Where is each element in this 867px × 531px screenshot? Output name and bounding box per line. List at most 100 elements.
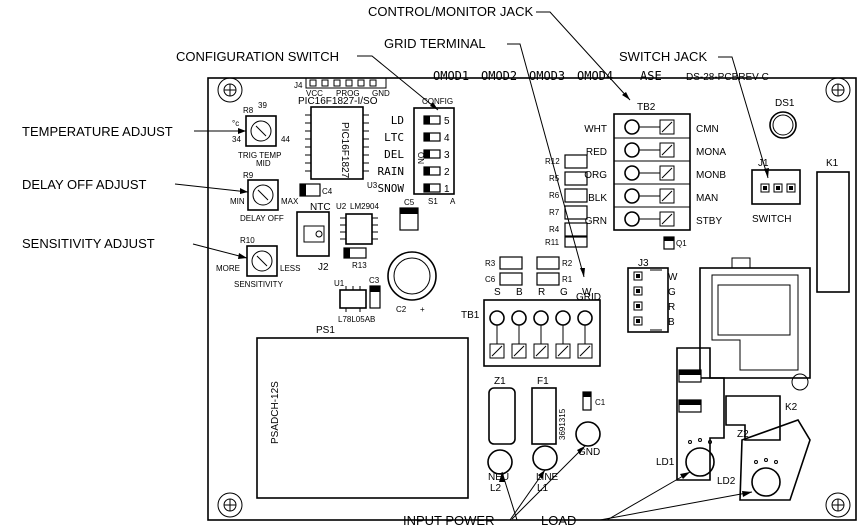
r11-label: R11	[545, 238, 560, 247]
neu-label: NEU	[488, 472, 509, 483]
c1-capacitor: C1	[582, 391, 606, 411]
callout-delay-off-adjust: DELAY OFF ADJUST	[22, 177, 147, 192]
r2-label: R2	[562, 259, 573, 268]
tb1-cell-2	[511, 310, 527, 359]
u3-part-label: PIC16F1827-I/SO	[298, 96, 378, 107]
r8-bottom-label: TRIG TEMP	[238, 151, 281, 160]
config-num-2: 2	[444, 167, 450, 178]
r8-top-label: 39	[258, 101, 267, 110]
tb1-cell-3	[533, 310, 549, 359]
tb2-monb-label: MONB	[696, 170, 726, 181]
c6-label: C6	[485, 275, 496, 284]
u1-part-label: L78L05AB	[338, 315, 375, 324]
configuration-switch-s1: CONFIG LD LTC DEL RAIN SNOW 5 4 3 2 1 ON…	[378, 97, 457, 206]
c2-label: C2	[396, 305, 407, 314]
callout-grid-terminal: GRID TERMINAL	[384, 36, 486, 51]
line-terminal: LINE L1	[532, 445, 559, 494]
mounting-hole-top-right	[825, 77, 851, 103]
tb2-screw-3	[614, 165, 690, 185]
tb2-label: TB2	[637, 102, 656, 113]
tb1-grid-terminal: TB1 GRID S B R G W	[461, 287, 601, 367]
j4-programming-header: J4 VCC PROG GND	[294, 77, 390, 98]
temperature-pot-r8: R8 39 °c 34 44 TRIG TEMP	[232, 101, 290, 160]
j3-connector: J3 W G R B	[627, 258, 678, 333]
r8-label: R8	[243, 106, 254, 115]
s1-a-label: A	[450, 197, 456, 206]
resistor-stack: R12 R5 R6 R7 R4 R11	[545, 154, 588, 248]
mounting-hole-bottom-left	[217, 492, 243, 518]
u2-label: U2	[336, 202, 347, 211]
load-ld2-terminal: LD2	[717, 419, 811, 501]
f1-fuse: F1 3691315	[531, 376, 567, 445]
k1-label: K1	[826, 158, 839, 169]
j4-label: J4	[294, 81, 303, 90]
c2-plus-label: +	[420, 305, 425, 314]
r10-label: R10	[240, 236, 255, 245]
tb2-screw-4	[614, 188, 690, 208]
c4-capacitor: C4	[299, 183, 333, 197]
config-option-ld: LD	[391, 114, 404, 127]
callout-switch-jack: SWITCH JACK	[619, 49, 707, 64]
callout-arrowheads	[238, 92, 769, 497]
u3-microcontroller: PIC16F1827-I/SO PIC16F1827 U3	[298, 96, 378, 190]
tb2-screw-2	[614, 142, 690, 162]
l2-label: L2	[490, 483, 502, 494]
config-option-del: DEL	[384, 148, 404, 161]
s1-label: S1	[428, 197, 438, 206]
u2-part-label: LM2904	[350, 202, 379, 211]
r9-bottom-label: DELAY OFF	[240, 214, 284, 223]
tb1-cell-5	[577, 310, 593, 359]
r10-left-label: MORE	[216, 264, 240, 273]
r4-label: R4	[549, 225, 560, 234]
mounting-hole-bottom-right	[825, 492, 851, 518]
tb2-wht-label: WHT	[584, 124, 607, 135]
tb1-pin-r: R	[538, 287, 545, 298]
omod2-label: OMOD2	[481, 69, 517, 83]
omod1-label: OMOD1	[433, 69, 469, 83]
config-num-1: 1	[444, 184, 450, 195]
j3-label: J3	[638, 258, 649, 269]
tb1-grid-label: GRID	[576, 292, 601, 303]
line-label: LINE	[536, 472, 559, 483]
config-num-3: 3	[444, 150, 450, 161]
r5-label: R5	[549, 174, 560, 183]
k2-label: K2	[785, 402, 798, 413]
pcb-outline	[207, 77, 857, 521]
r1-label: R1	[562, 275, 573, 284]
j1-caption: SWITCH	[752, 214, 791, 225]
c5-label: C5	[404, 198, 415, 207]
q1-transistor: Q1	[663, 236, 687, 250]
tb2-man-label: MAN	[696, 193, 718, 204]
c3-label: C3	[369, 276, 380, 285]
neutral-terminal: NEU L2	[487, 449, 513, 494]
j4-prog-label: PROG	[336, 89, 360, 98]
tb1-pin-b: B	[516, 287, 523, 298]
mounting-hole-top-left	[217, 77, 243, 103]
tb2-control-monitor-terminal: TB2 WHT RED ORG BLK GRN CMN MONA MONB MA…	[584, 102, 726, 231]
ps1-label: PS1	[316, 325, 335, 336]
ps1-power-supply: PS1 PSADCH-12S	[256, 325, 469, 499]
config-on-label: ON	[416, 152, 425, 164]
c1-label: C1	[595, 398, 606, 407]
config-option-ltc: LTC	[384, 131, 404, 144]
j2-label: J2	[318, 262, 329, 273]
tb2-stby-label: STBY	[696, 216, 722, 227]
r13-label: R13	[352, 261, 367, 270]
tb2-org-label: ORG	[584, 170, 607, 181]
tb2-screw-5	[624, 211, 675, 227]
r9-right-label: MAX	[281, 197, 299, 206]
c5-capacitor: C5	[399, 198, 419, 231]
callout-sensitivity-adjust: SENSITIVITY ADJUST	[22, 236, 155, 251]
r13-resistor: R13	[343, 247, 367, 270]
z2-label: Z2	[737, 429, 749, 440]
j4-vcc-label: VCC	[306, 89, 323, 98]
ps1-model-label: PSADCH-12S	[270, 381, 281, 444]
r3-label: R3	[485, 259, 496, 268]
brand-label: ASE	[640, 69, 662, 83]
q1-label: Q1	[676, 239, 687, 248]
tb1-pin-s: S	[494, 287, 501, 298]
r8-left-label: 34	[232, 135, 241, 144]
callout-input-power: INPUT POWER	[403, 513, 495, 528]
